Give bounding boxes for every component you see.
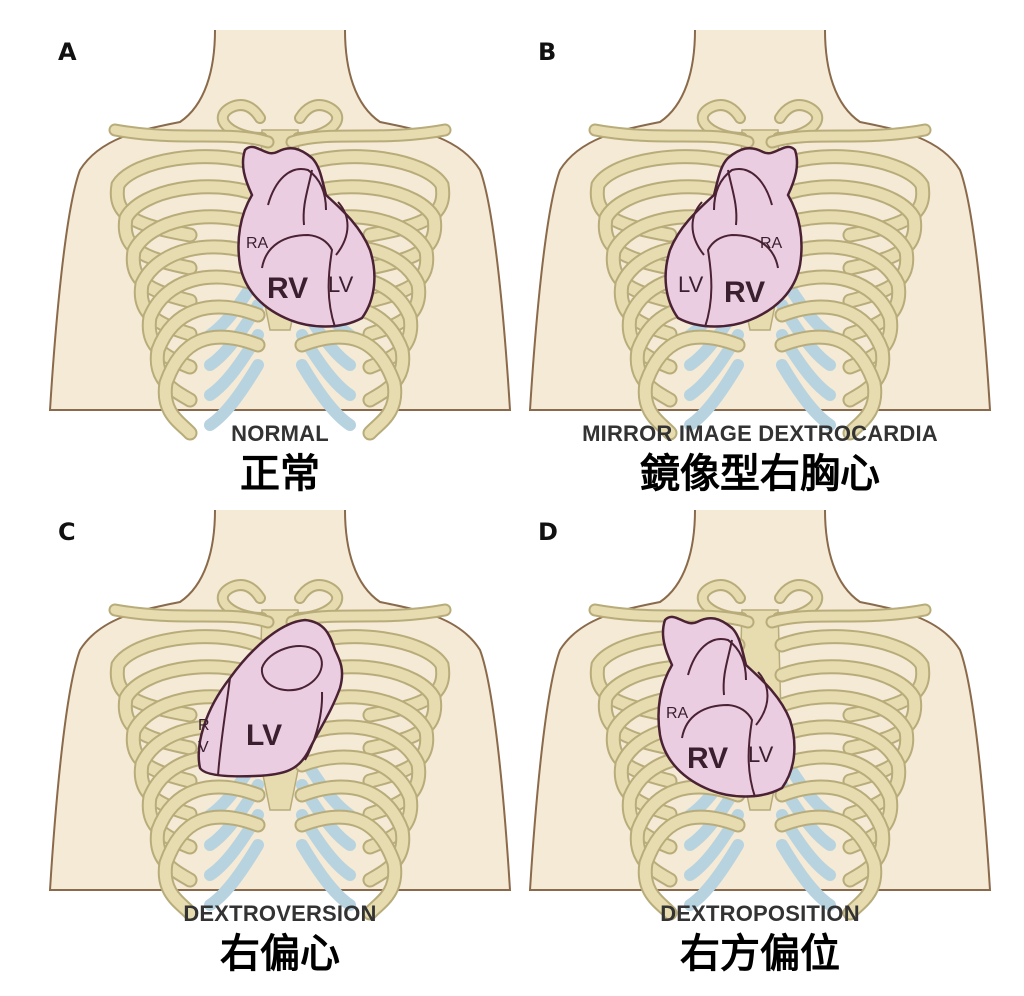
rib-left-fill [159, 331, 264, 439]
rib-right-fill [296, 631, 449, 721]
rib-right-fill [296, 751, 417, 853]
panel-dextroposition: D RA RV LV DEXTROPOSITION 右方偏位 [520, 509, 1000, 990]
clavicle-left-fill [110, 125, 273, 147]
panel-letter: D [538, 518, 558, 546]
rib-left-fill [599, 181, 744, 274]
costal-cartilage [204, 359, 264, 431]
heart-mirror: RA RV LV [664, 145, 803, 328]
caption-chinese: 右偏心 [220, 931, 340, 977]
diagram-normal: RA RV LV [48, 29, 512, 441]
label-ra: RA [760, 235, 783, 252]
rib-left-fill [111, 151, 264, 241]
rib-left-fill [143, 271, 264, 373]
caption-english: NORMAL [231, 421, 329, 446]
panel-normal: A RA RV LV NORMAL 正常 [40, 29, 520, 510]
rib-right-fill [296, 661, 441, 754]
clavicle-left-fill [590, 125, 753, 147]
rib-right-fill [776, 811, 881, 919]
rib-right-fill [776, 691, 913, 787]
caption-chinese: 鏡像型右胸心 [640, 451, 880, 497]
caption-chinese: 右方偏位 [680, 931, 840, 977]
costal-cartilage [296, 839, 356, 911]
rib-right-fill [776, 721, 905, 820]
clavicle-right-fill [767, 125, 930, 147]
costal-cartilage [776, 359, 836, 431]
panel-mirror-image-dextrocardia: B RA RV LV MIRROR IMAGE DEXTROCARDIA 鏡像型… [520, 29, 1000, 510]
rib-right-fill [296, 691, 433, 787]
caption-chinese: 正常 [240, 451, 320, 497]
label-ra: RA [246, 235, 269, 252]
rib-left-fill [119, 661, 264, 754]
heart-normal: RA RV LV [237, 145, 376, 328]
rib-right-fill [296, 721, 425, 820]
label-lv: LV [246, 719, 282, 752]
caption-english: MIRROR IMAGE DEXTROCARDIA [582, 421, 938, 446]
rib-left-fill [135, 241, 264, 340]
rib-right-fill [296, 811, 401, 919]
costal-cartilage [296, 359, 356, 431]
costal-cartilage [684, 359, 744, 431]
label-lv: LV [748, 742, 774, 767]
rib-right-fill [776, 181, 921, 274]
rib-left-fill [639, 331, 744, 439]
rib-right-fill [296, 181, 441, 274]
label-rv: RV [724, 276, 765, 309]
rib-right-fill [296, 151, 449, 241]
label-v: V [198, 739, 209, 756]
rib-left-fill [591, 151, 744, 241]
costal-cartilage [684, 839, 744, 911]
diagram-mirror-image: RA RV LV [528, 29, 992, 441]
rib-right-fill [296, 331, 401, 439]
label-lv: LV [328, 272, 354, 297]
clavicle-right-fill [287, 605, 450, 627]
rib-left-fill [111, 631, 264, 721]
panel-letter: A [58, 38, 77, 66]
label-lv: LV [678, 272, 704, 297]
rib-right-fill [776, 241, 905, 340]
rib-right-fill [776, 331, 881, 439]
clavicle-left-fill [110, 605, 273, 627]
label-rv: RV [687, 742, 728, 775]
costal-cartilage [776, 839, 836, 911]
costal-cartilage [204, 839, 264, 911]
rib-left-fill [119, 181, 264, 274]
heart-dextroversion: R V LV [197, 618, 344, 778]
rib-right-fill [776, 211, 913, 307]
label-r: R [198, 717, 210, 734]
label-ra: RA [666, 705, 689, 722]
caption-english: DEXTROPOSITION [660, 901, 860, 926]
clavicle-right-fill [767, 605, 930, 627]
rib-left-fill [127, 211, 264, 307]
rib-right-fill [776, 151, 929, 241]
panel-letter: C [58, 518, 76, 546]
panel-letter: B [538, 38, 557, 66]
clavicle-left-fill [590, 605, 753, 627]
clavicle-right-fill [287, 125, 450, 147]
rib-right-fill [776, 751, 897, 853]
heart-dextroposition: RA RV LV [657, 615, 796, 798]
rib-left-fill [159, 811, 264, 919]
label-rv: RV [267, 272, 308, 305]
rib-right-fill [776, 631, 929, 721]
rib-left-fill [639, 811, 744, 919]
panel-dextroversion: C R V LV DEXTROVERSION 右偏心 [40, 509, 520, 990]
caption-english: DEXTROVERSION [183, 901, 377, 926]
diagram-dextroversion: R V LV [48, 509, 512, 921]
diagram-dextroposition: RA RV LV [528, 509, 992, 921]
rib-right-fill [776, 271, 897, 373]
rib-right-fill [776, 661, 921, 754]
